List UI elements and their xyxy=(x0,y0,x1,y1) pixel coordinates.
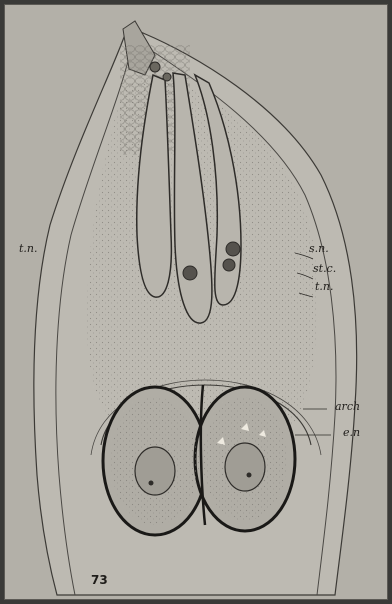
egg-nucleus-left xyxy=(135,447,175,495)
egg-nucleus-right xyxy=(225,443,265,491)
figure-number: 73 xyxy=(91,573,108,587)
label-sn: s.n. xyxy=(309,243,329,254)
figure-plate: t.n. s.n. st.c. t.n. arch e.n 73 xyxy=(4,4,388,600)
label-arch: arch xyxy=(335,401,360,412)
label-en: e.n xyxy=(343,427,360,438)
label-tn-right: t.n. xyxy=(315,281,334,292)
label-stc: st.c. xyxy=(313,263,336,274)
label-tn-left: t.n. xyxy=(19,243,38,254)
ovule-drawing xyxy=(5,5,388,600)
